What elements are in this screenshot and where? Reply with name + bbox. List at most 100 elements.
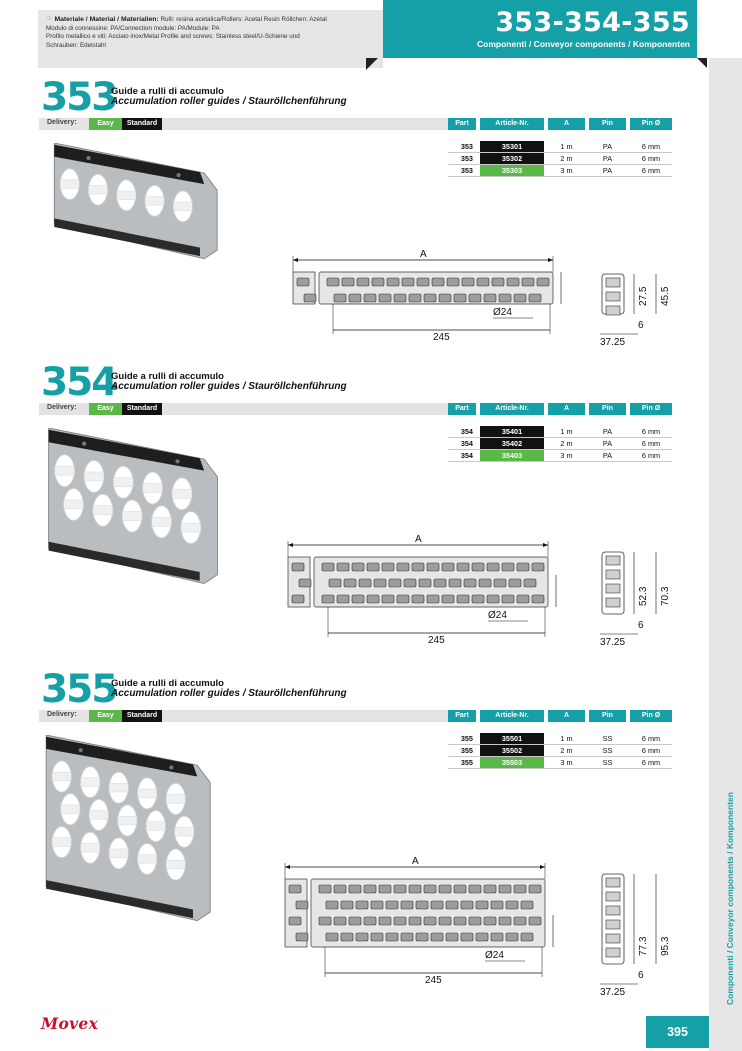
section-title-it: Guide a rulli di accumulo bbox=[111, 371, 224, 382]
material-dots-icon: ⁘ bbox=[46, 14, 53, 23]
table-header-pin_d: Pin Ø bbox=[630, 118, 672, 130]
screw-icon bbox=[169, 765, 174, 770]
movex-logo: Movex bbox=[41, 1014, 99, 1033]
row-divider bbox=[448, 461, 672, 462]
header-corner-decoration bbox=[697, 58, 707, 68]
material-title: Materiale / Material / Materialien: bbox=[54, 16, 159, 23]
delivery-label: Delivery: bbox=[47, 711, 77, 718]
dimension-length-label: 245 bbox=[428, 635, 445, 646]
side-bar bbox=[709, 58, 742, 1051]
dimension-width-label: 37.25 bbox=[600, 637, 625, 648]
delivery-easy-badge: Easy bbox=[89, 710, 122, 722]
cell-article: 35401 bbox=[480, 426, 544, 437]
dimension-h2-label: 45.5 bbox=[660, 286, 671, 306]
table-header-pin_d: Pin Ø bbox=[630, 710, 672, 722]
row-divider bbox=[448, 176, 672, 177]
table-header-pin_d: Pin Ø bbox=[630, 403, 672, 415]
dimension-a-label: A bbox=[415, 534, 422, 545]
table-header-part: Part bbox=[448, 710, 476, 722]
material-screws: Schrauben: Edelstahl bbox=[46, 41, 106, 49]
row-divider bbox=[448, 437, 672, 438]
cell-article: 35503 bbox=[480, 757, 544, 768]
cell-pin: PA bbox=[602, 142, 613, 151]
product-photo bbox=[53, 143, 218, 260]
cell-article: 35402 bbox=[480, 438, 544, 449]
category-title: Componenti / Conveyor components / Kompo… bbox=[477, 39, 690, 49]
cell-article: 35303 bbox=[480, 165, 544, 176]
material-module: Modulo di connessine: PA/Connection modu… bbox=[46, 24, 220, 32]
section-title-en-de: Accumulation roller guides / Stauröllche… bbox=[111, 688, 347, 699]
cell-pin: SS bbox=[602, 746, 613, 755]
table-header-part: Part bbox=[448, 403, 476, 415]
material-profile: Profilo metallico e viti: Acciaio inox/M… bbox=[46, 33, 300, 41]
cell-part: 355 bbox=[460, 746, 473, 755]
dimension-width-label: 37.25 bbox=[600, 987, 625, 998]
cell-part: 353 bbox=[460, 142, 473, 151]
cell-part: 354 bbox=[460, 439, 473, 448]
section-title-it: Guide a rulli di accumulo bbox=[111, 678, 224, 689]
cell-pin_d: 6 mm bbox=[641, 734, 661, 743]
side-view-drawing: A25Ø24245 bbox=[287, 534, 557, 646]
cell-a: 2 m bbox=[560, 154, 573, 163]
screw-icon bbox=[176, 173, 181, 178]
cell-pin_d: 6 mm bbox=[641, 142, 661, 151]
cell-pin: SS bbox=[602, 734, 613, 743]
section-title-en-de: Accumulation roller guides / Stauröllche… bbox=[111, 381, 347, 392]
cell-article: 35501 bbox=[480, 733, 544, 744]
dimension-h1-label: 52.3 bbox=[638, 586, 649, 606]
table-header-pin: Pin bbox=[589, 710, 626, 722]
delivery-label: Delivery: bbox=[47, 404, 77, 411]
side-view-drawing: A25Ø24245 bbox=[292, 249, 562, 343]
cell-article: 35301 bbox=[480, 141, 544, 152]
cell-a: 3 m bbox=[560, 758, 573, 767]
cell-article: 35403 bbox=[480, 450, 544, 461]
dimension-h2-label: 70.3 bbox=[660, 586, 671, 606]
dimension-a-label: A bbox=[412, 856, 419, 867]
table-header-pin: Pin bbox=[589, 118, 626, 130]
screw-icon bbox=[78, 748, 83, 753]
delivery-easy-badge: Easy bbox=[89, 403, 122, 415]
dimension-h2-label: 95.3 bbox=[660, 936, 671, 956]
table-header-a: A bbox=[548, 118, 585, 130]
row-divider bbox=[448, 152, 672, 153]
dimension-pin-label: 6 bbox=[638, 620, 644, 631]
section-number: 353 bbox=[41, 75, 118, 120]
delivery-label: Delivery: bbox=[47, 119, 77, 126]
end-view-drawing: 52.3 70.3 6 37.25 bbox=[600, 551, 671, 648]
page-number: 395 bbox=[646, 1016, 709, 1048]
cell-article: 35302 bbox=[480, 153, 544, 164]
screw-icon bbox=[175, 459, 180, 464]
cell-part: 354 bbox=[460, 427, 473, 436]
cell-a: 1 m bbox=[560, 427, 573, 436]
cell-pin_d: 6 mm bbox=[641, 758, 661, 767]
row-divider bbox=[448, 449, 672, 450]
table-header-pin: Pin bbox=[589, 403, 626, 415]
cell-pin_d: 6 mm bbox=[641, 154, 661, 163]
row-divider bbox=[448, 164, 672, 165]
table-header-article: Article-Nr. bbox=[480, 710, 544, 722]
row-divider bbox=[448, 756, 672, 757]
cell-pin: PA bbox=[602, 451, 613, 460]
table-header-article: Article-Nr. bbox=[480, 403, 544, 415]
delivery-standard-badge: Standard bbox=[122, 710, 162, 722]
cell-a: 3 m bbox=[560, 451, 573, 460]
dimension-a-label: A bbox=[420, 249, 427, 260]
cell-pin: PA bbox=[602, 154, 613, 163]
header-title-box: 353-354-355 Componenti / Conveyor compon… bbox=[383, 0, 697, 58]
section-title-it: Guide a rulli di accumulo bbox=[111, 86, 224, 97]
cell-article: 35502 bbox=[480, 745, 544, 756]
delivery-standard-badge: Standard bbox=[122, 403, 162, 415]
delivery-standard-badge: Standard bbox=[122, 118, 162, 130]
